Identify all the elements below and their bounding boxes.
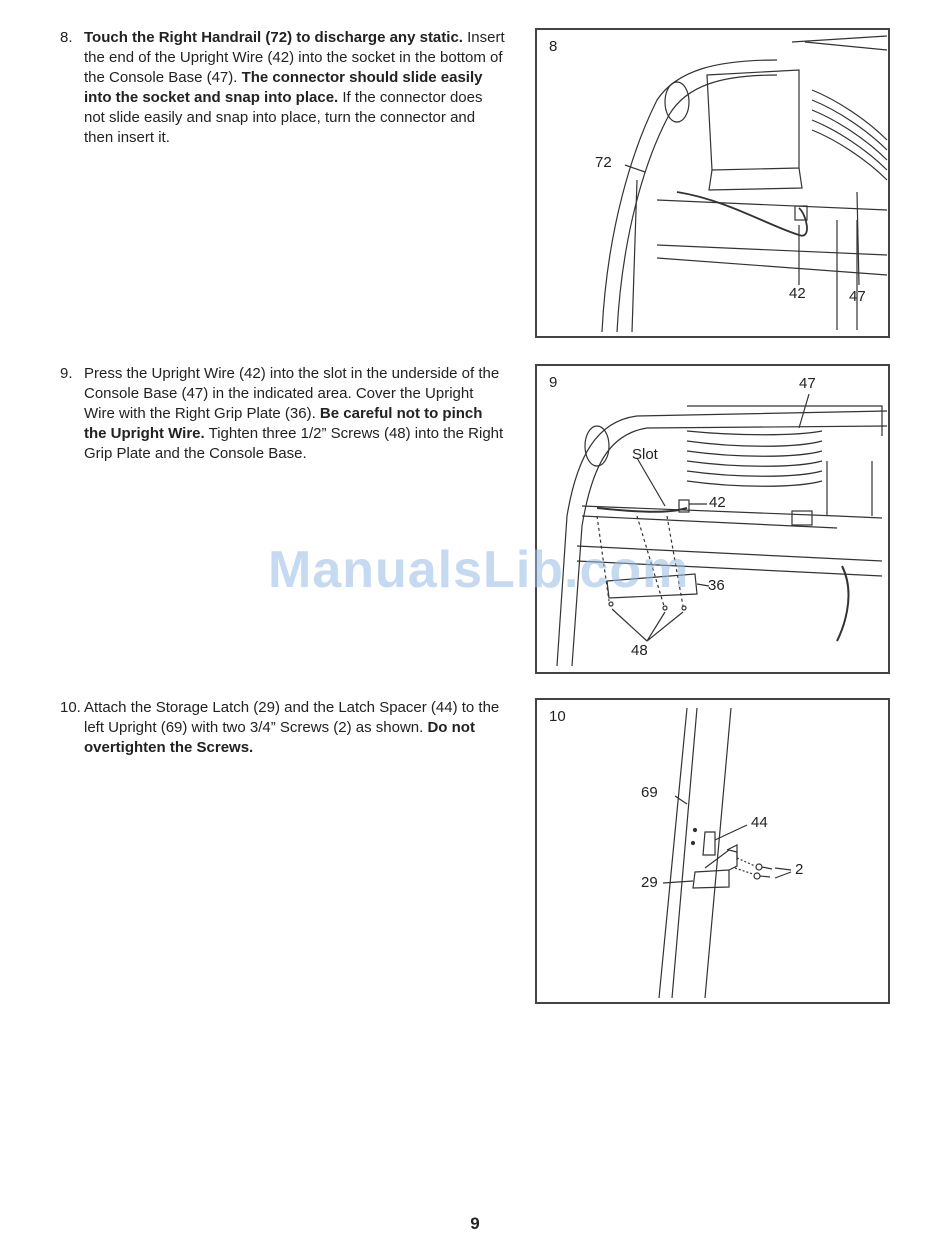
figure-number: 8 <box>549 38 558 55</box>
watermark: ManualsLib.com <box>268 541 690 599</box>
figure-9-drawing <box>556 393 888 667</box>
step-8: 8. Touch the Right Handrail (72) to disc… <box>60 28 505 148</box>
step-text: Press the Upright Wire (42) into the slo… <box>84 364 505 464</box>
step-bold: Touch the Right Handrail (72) to dischar… <box>84 29 463 46</box>
label-plate: 36 <box>708 577 725 594</box>
figure-10-drawing <box>658 707 792 999</box>
label-spacer: 44 <box>751 814 768 831</box>
step-bold: The connector should slide easily into t… <box>84 69 483 106</box>
label-slot: Slot <box>632 446 658 463</box>
figure-number: 9 <box>549 374 558 391</box>
step-normal: If the connector does not slide easily a… <box>84 89 483 146</box>
step-number: 9. <box>60 365 73 382</box>
step-bold: Do not overtighten the Screws. <box>84 719 475 756</box>
figure-10: 10 69 44 2 29 <box>535 698 890 1004</box>
step-bold: Be careful not to pinch the Upright Wire… <box>84 405 483 442</box>
figure-number: 10 <box>549 708 566 725</box>
step-normal: Press the Upright Wire (42) into the slo… <box>84 365 500 422</box>
step-number: 8. <box>60 29 73 46</box>
label-upright: 69 <box>641 784 658 801</box>
label-screws: 48 <box>631 642 648 659</box>
step-normal: Attach the Storage Latch (29) and the La… <box>84 699 500 736</box>
step-normal: Tighten three 1/2” Screws (48) into the … <box>84 425 504 462</box>
label-handrail: 72 <box>595 154 612 171</box>
step-number: 10. <box>60 699 81 716</box>
step-10: 10. Attach the Storage Latch (29) and th… <box>60 698 505 758</box>
label-latch: 29 <box>641 874 658 891</box>
step-normal: Insert the end of the Upright Wire (42) … <box>84 29 505 86</box>
label-base: 47 <box>799 375 816 392</box>
label-wire: 42 <box>709 494 726 511</box>
step-text: Touch the Right Handrail (72) to dischar… <box>84 28 505 148</box>
label-base: 47 <box>849 288 866 305</box>
figure-8-drawing <box>601 35 888 333</box>
step-9: 9. Press the Upright Wire (42) into the … <box>60 364 505 464</box>
figure-8: 8 72 42 47 <box>535 28 890 338</box>
label-screws: 2 <box>795 861 804 878</box>
figure-9: 9 47 Slot 42 36 48 <box>535 364 890 674</box>
step-text: Attach the Storage Latch (29) and the La… <box>84 698 505 758</box>
label-wire: 42 <box>789 285 806 302</box>
page-number: 9 <box>470 1214 480 1233</box>
